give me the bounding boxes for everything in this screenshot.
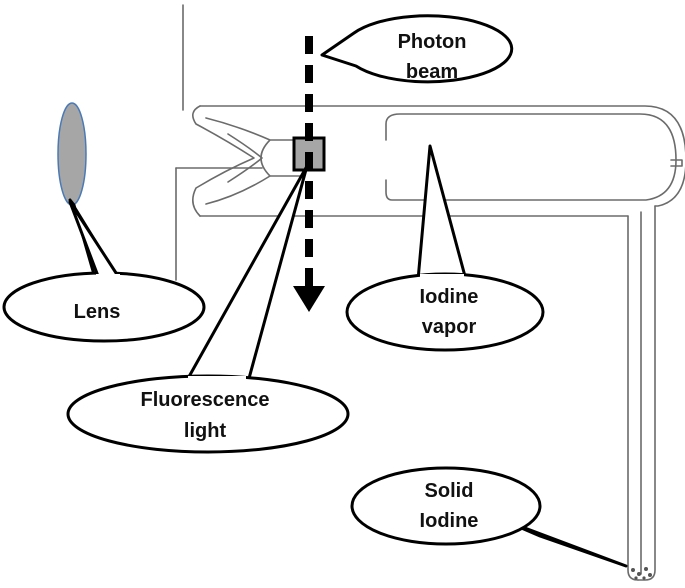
- photon-beam-arrowhead: [293, 286, 325, 312]
- callout-lens-tail: [68, 200, 120, 278]
- photon-beam-label-line1: Photon: [398, 31, 467, 53]
- side-arm-right: [637, 205, 656, 581]
- photon-beam-arrow: [293, 36, 325, 312]
- window-cup-inner: [227, 133, 263, 183]
- solid-iodine-label-line2: Iodine: [420, 510, 479, 532]
- solid-iodine-label-line1: Solid: [425, 480, 474, 502]
- iodine-vapor-label-line1: Iodine: [420, 286, 479, 308]
- callout-solid-iodine-bubble: [350, 466, 542, 546]
- crystal: [644, 567, 648, 571]
- iodine-vapor-label-line2: vapor: [422, 316, 477, 338]
- callout-iodine-vapor-tail: [416, 144, 468, 282]
- glass-cell: [192, 105, 685, 581]
- lens-shape: [57, 102, 87, 206]
- crystal: [648, 573, 652, 577]
- callout-photon-beam: Photon beam: [320, 14, 514, 84]
- photon-beam-label-line2: beam: [406, 61, 458, 83]
- tube-left-cap: [192, 105, 255, 217]
- lens-label: Lens: [74, 301, 121, 323]
- crystal: [637, 572, 641, 576]
- callout-fluorescence-light: Fluorescence light: [66, 164, 350, 454]
- seal-mark: [670, 159, 683, 167]
- callout-iodine-vapor: Iodine vapor: [345, 144, 545, 352]
- window-cup: [205, 117, 301, 205]
- crystal: [642, 576, 646, 580]
- callout-fluorescence-tail: [184, 164, 309, 384]
- solid-iodine-crystals: [631, 567, 652, 580]
- frame-lines: [175, 4, 263, 281]
- crystal: [634, 576, 638, 580]
- side-arm-left: [627, 215, 639, 581]
- fluorescence-label-line2: light: [184, 420, 227, 442]
- tube-outer-upper: [199, 105, 685, 207]
- crystal: [631, 568, 635, 572]
- callout-photon-beam-bubble: [320, 14, 514, 84]
- callout-lens: Lens: [2, 198, 206, 343]
- callout-solid-iodine: Solid Iodine: [350, 466, 628, 568]
- fluorescence-label-line1: Fluorescence: [141, 389, 270, 411]
